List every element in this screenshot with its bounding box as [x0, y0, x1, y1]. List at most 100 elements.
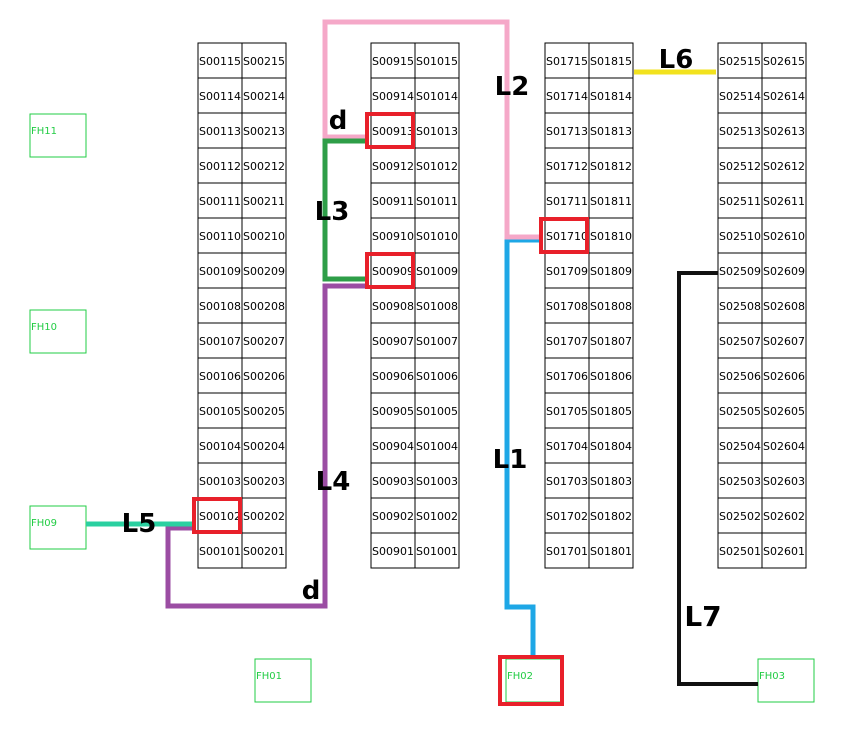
- rack-s009-s010: S00915S00914S00913S00912S00911S00910S009…: [370, 42, 460, 569]
- slot-S02506: S02506: [717, 357, 763, 394]
- slot-S00210: S00210: [241, 217, 287, 254]
- slot-label: S00105: [199, 405, 241, 418]
- slot-label: S02502: [719, 510, 761, 523]
- slot-cell: [241, 322, 287, 359]
- slot-S02604: S02604: [761, 427, 807, 464]
- facility-fh09: FH09: [29, 505, 87, 550]
- slot-S01806: S01806: [588, 357, 634, 394]
- slot-S01702: S01702: [544, 497, 590, 534]
- slot-S01013: S01013: [414, 112, 460, 149]
- slot-S00908: S00908: [370, 287, 416, 324]
- slot-S02502: S02502: [717, 497, 763, 534]
- facility-box: [757, 658, 815, 703]
- slot-S00106: S00106: [197, 357, 243, 394]
- slot-label: S01805: [590, 405, 632, 418]
- slot-label: S00107: [199, 335, 241, 348]
- slot-label: S02608: [763, 300, 805, 313]
- slot-cell: [761, 322, 807, 359]
- slot-S02612: S02612: [761, 147, 807, 184]
- d-marker-top: d: [329, 106, 348, 136]
- slot-cell: [761, 532, 807, 569]
- slot-cell: [241, 77, 287, 114]
- slot-cell: [370, 147, 416, 184]
- slot-S00206: S00206: [241, 357, 287, 394]
- slot-cell: [588, 357, 634, 394]
- slot-label: S01710: [546, 230, 588, 243]
- slot-label: S01711: [546, 195, 588, 208]
- slot-label: S00205: [243, 405, 285, 418]
- slot-S02607: S02607: [761, 322, 807, 359]
- slot-label: S00112: [199, 160, 241, 173]
- slot-S01006: S01006: [414, 357, 460, 394]
- slot-S01808: S01808: [588, 287, 634, 324]
- slot-cell: [761, 217, 807, 254]
- slot-cell: [717, 252, 763, 289]
- slot-label: S02514: [719, 90, 761, 103]
- slot-label: S01012: [416, 160, 458, 173]
- slot-cell: [241, 217, 287, 254]
- slot-cell: [370, 392, 416, 429]
- slot-S00113: S00113: [197, 112, 243, 149]
- highlight-layer: [192, 112, 589, 706]
- slot-label: S01802: [590, 510, 632, 523]
- slot-S02501: S02501: [717, 532, 763, 569]
- slot-label: S00212: [243, 160, 285, 173]
- slot-S01804: S01804: [588, 427, 634, 464]
- slot-label: S01808: [590, 300, 632, 313]
- slot-cell: [414, 42, 460, 79]
- slot-S00211: S00211: [241, 182, 287, 219]
- slot-S00205: S00205: [241, 392, 287, 429]
- route-line: [165, 283, 368, 609]
- slot-label: S01707: [546, 335, 588, 348]
- slot-label: S00211: [243, 195, 285, 208]
- slot-S00110: S00110: [197, 217, 243, 254]
- slot-cell: [761, 392, 807, 429]
- slot-S02610: S02610: [761, 217, 807, 254]
- slot-label: S02604: [763, 440, 805, 453]
- slot-cell: [241, 42, 287, 79]
- slot-label: S00201: [243, 545, 285, 558]
- slot-cell: [370, 42, 416, 79]
- slot-label: S02506: [719, 370, 761, 383]
- slot-label: S00110: [199, 230, 241, 243]
- slot-S02511: S02511: [717, 182, 763, 219]
- rack-s001-s002: S00115S00114S00113S00112S00111S00110S001…: [197, 42, 287, 569]
- slot-label: S01014: [416, 90, 458, 103]
- slot-S01802: S01802: [588, 497, 634, 534]
- slot-S01711: S01711: [544, 182, 590, 219]
- slot-S00915: S00915: [370, 42, 416, 79]
- route-label-l4: L4: [316, 467, 351, 497]
- slot-S02609: S02609: [761, 252, 807, 289]
- slot-label: S01003: [416, 475, 458, 488]
- route-label-l7: L7: [684, 600, 721, 633]
- slot-label: S01715: [546, 55, 588, 68]
- slot-label: S00906: [372, 370, 414, 383]
- slot-cell: [241, 182, 287, 219]
- slot-label: S00908: [372, 300, 414, 313]
- slot-S00905: S00905: [370, 392, 416, 429]
- slot-S02509: S02509: [717, 252, 763, 289]
- slot-label: S02610: [763, 230, 805, 243]
- slot-S01011: S01011: [414, 182, 460, 219]
- slot-cell: [544, 532, 590, 569]
- slot-label: S01013: [416, 125, 458, 138]
- slot-cell: [588, 112, 634, 149]
- slot-cell: [241, 252, 287, 289]
- slot-S01812: S01812: [588, 147, 634, 184]
- facility-fh02: FH02: [505, 658, 563, 703]
- slot-label: S02607: [763, 335, 805, 348]
- slot-label: S00207: [243, 335, 285, 348]
- slot-S01713: S01713: [544, 112, 590, 149]
- slot-label: S02601: [763, 545, 805, 558]
- slot-S02510: S02510: [717, 217, 763, 254]
- slot-label: S02503: [719, 475, 761, 488]
- slot-label: S01015: [416, 55, 458, 68]
- slot-label: S00902: [372, 510, 414, 523]
- slot-label: S02602: [763, 510, 805, 523]
- route-l2: [322, 19, 540, 240]
- slot-cell: [414, 182, 460, 219]
- slot-label: S02615: [763, 55, 805, 68]
